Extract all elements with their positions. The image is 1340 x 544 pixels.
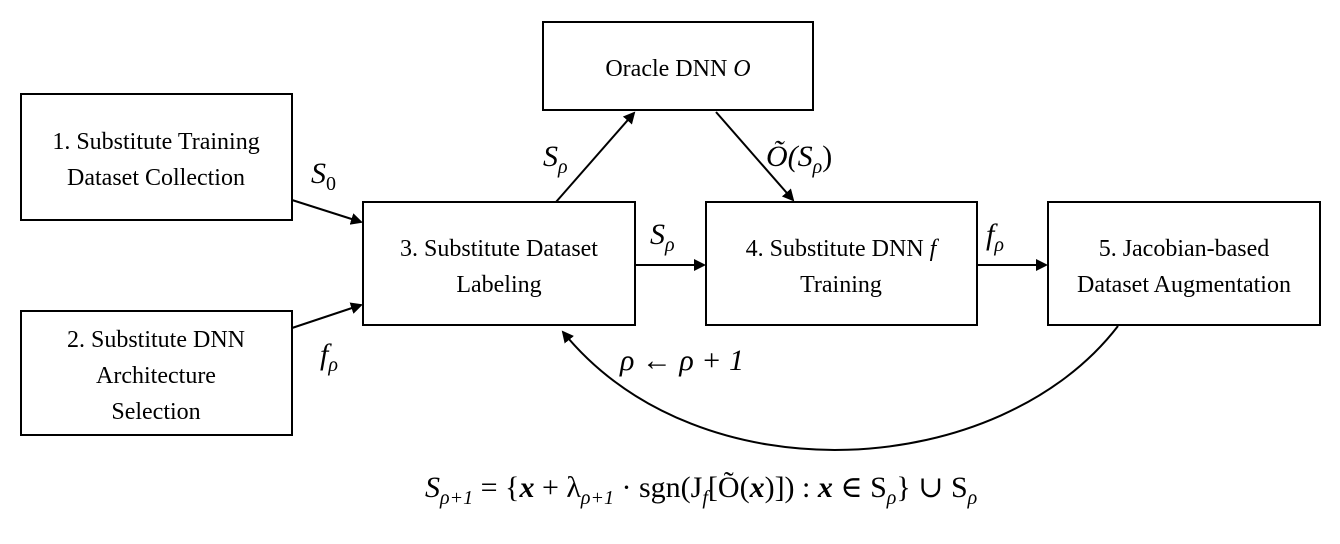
box2-line3: Selection <box>111 399 200 425</box>
label-f-rho-left: fρ <box>320 338 338 376</box>
box5-line1: 5. Jacobian-based <box>1099 236 1270 262</box>
box1-line1: 1. Substitute Training <box>52 129 259 155</box>
oracle-label: Oracle DNN O <box>605 56 750 82</box>
arrow-box2-to-box3 <box>291 302 363 329</box>
box-dataset-labeling: 3. Substitute Dataset Labeling <box>362 201 636 326</box>
arrow-loop-box5-to-box3 <box>561 325 1119 451</box>
box4-line1: 4. Substitute DNN f <box>746 236 940 262</box>
arrow-box3-to-oracle <box>555 111 636 203</box>
label-s-rho-up: Sρ <box>543 140 568 178</box>
box3-line1: 3. Substitute Dataset <box>400 236 598 262</box>
label-loop-increment: ρ ← ρ + 1 <box>619 344 744 377</box>
augmentation-formula: Sρ+1 = {x + λρ+1 · sgn(Jf[Õ(x)]) : x ∈ S… <box>425 471 977 509</box>
label-oracle-output: Õ(Sρ) <box>766 140 832 178</box>
box1-line2: Dataset Collection <box>67 165 245 191</box>
label-s0: S0 <box>311 157 336 195</box>
box5-line2: Dataset Augmentation <box>1077 272 1291 298</box>
box3-line2: Labeling <box>456 272 541 298</box>
box-dataset-collection: 1. Substitute Training Dataset Collectio… <box>20 93 293 221</box>
label-s-rho-mid: Sρ <box>650 218 675 256</box>
box2-line2: Architecture <box>96 363 216 389</box>
label-f-rho-right: fρ <box>986 218 1004 256</box>
box-oracle-dnn: Oracle DNN O <box>542 21 814 111</box>
box2-line1: 2. Substitute DNN <box>67 327 245 353</box>
arrow-oracle-to-box4 <box>715 111 795 202</box>
box-substitute-training: 4. Substitute DNN f Training <box>705 201 978 326</box>
arrow-box1-to-box3 <box>291 199 363 225</box>
box-jacobian-augmentation: 5. Jacobian-based Dataset Augmentation <box>1047 201 1321 326</box>
box4-line2: Training <box>800 272 882 298</box>
box-architecture-selection: 2. Substitute DNN Architecture Selection <box>20 310 293 436</box>
